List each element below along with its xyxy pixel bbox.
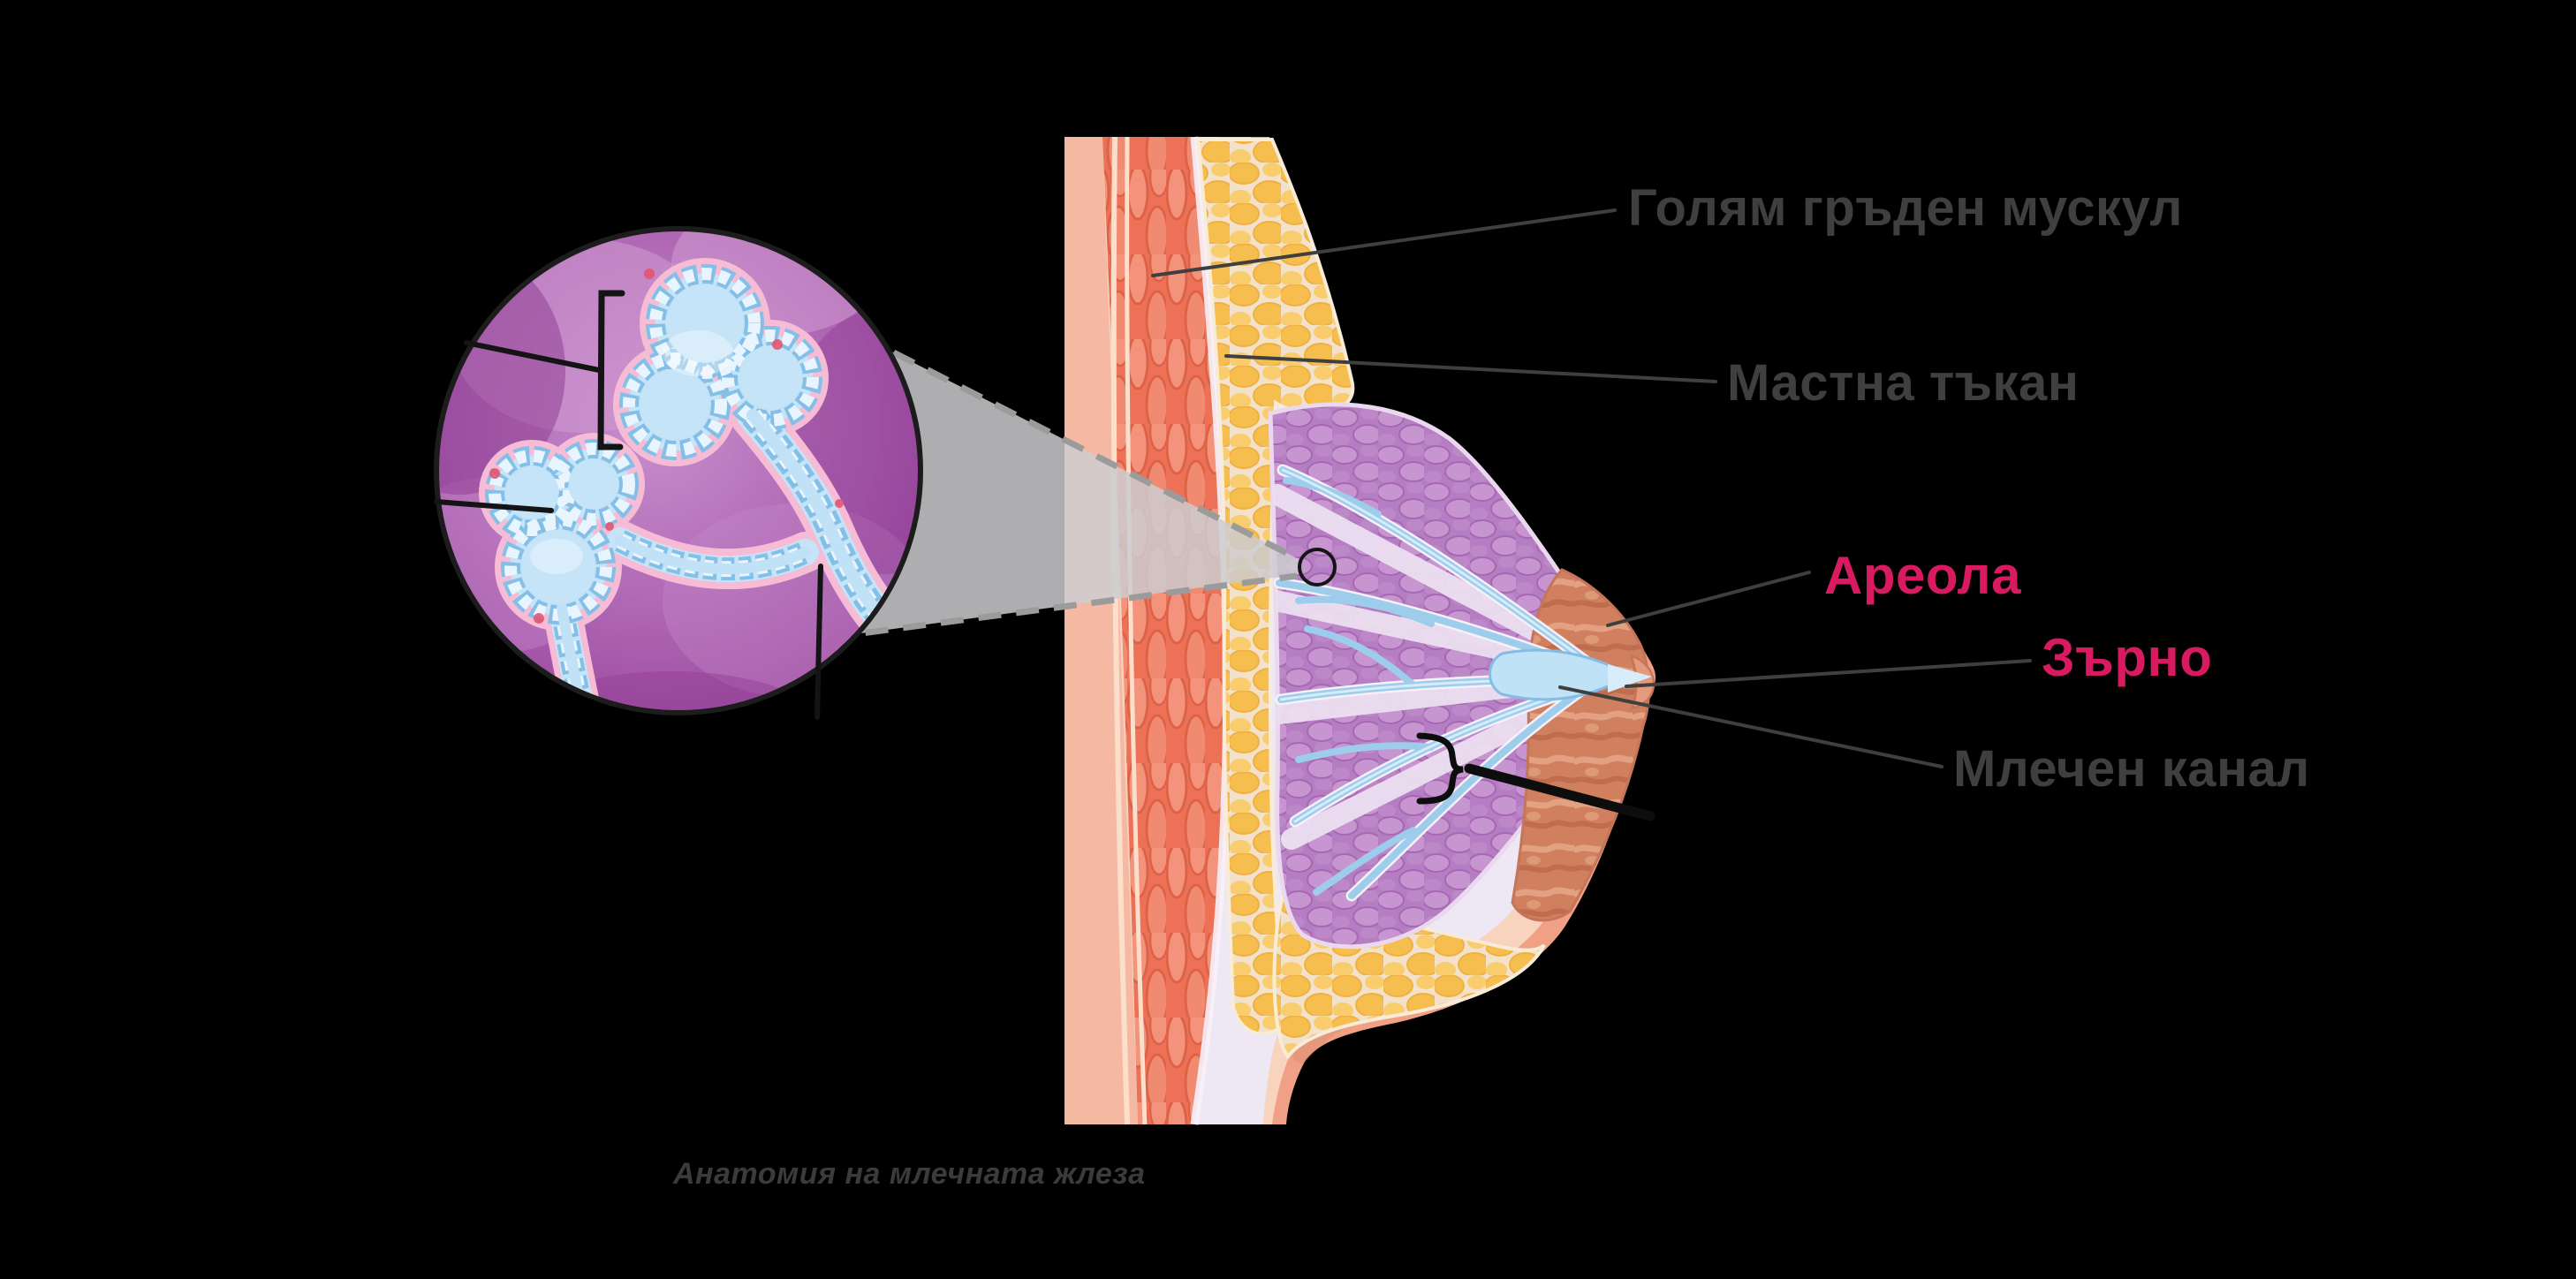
- leader-areola: [1606, 571, 1811, 627]
- inset-circle-outline: [434, 226, 923, 715]
- fatty-tissue-upper: [1195, 138, 1355, 1036]
- lobule-annotation: [1416, 732, 1655, 821]
- leader-nipple: [1625, 659, 2032, 688]
- label-nipple: Зърно: [2042, 628, 2213, 687]
- inset-magnifier-view: [434, 226, 923, 715]
- label-pectoral-muscle: Голям гръден мускул: [1628, 179, 2183, 237]
- leader-milk-duct: [1558, 685, 1943, 768]
- inset-leader-duct: [814, 564, 823, 720]
- breast-cross-section: [1064, 136, 1655, 1125]
- pectoral-muscle-layer: [1102, 137, 1227, 1124]
- nipple-duct-opening: [1608, 664, 1652, 692]
- muscle-tendon-line: [1125, 136, 1148, 1125]
- magnified-target-circle: [1298, 548, 1337, 587]
- leader-fatty-tissue: [1224, 354, 1717, 383]
- label-fatty-tissue: Мастна тъкан: [1727, 354, 2080, 412]
- inset-leader-alveoli: [464, 340, 602, 373]
- inset-leader-lumen: [434, 499, 554, 513]
- label-leader-lines: [1151, 208, 2032, 768]
- label-milk-duct: Млечен канал: [1953, 740, 2310, 798]
- label-areola: Ареола: [1824, 546, 2021, 605]
- magnifier-beam-dashes: [824, 314, 1299, 641]
- lobule-brace: [1416, 732, 1464, 805]
- lobule-leader-line: [1464, 763, 1655, 821]
- figure-caption: Анатомия на млечната жлеза: [673, 1157, 1146, 1191]
- magnifier-beam: [826, 318, 1300, 638]
- leader-pectoral-muscle: [1151, 208, 1617, 277]
- inset-annotations: [434, 290, 823, 720]
- muscle-tendon-line: [1110, 136, 1130, 1125]
